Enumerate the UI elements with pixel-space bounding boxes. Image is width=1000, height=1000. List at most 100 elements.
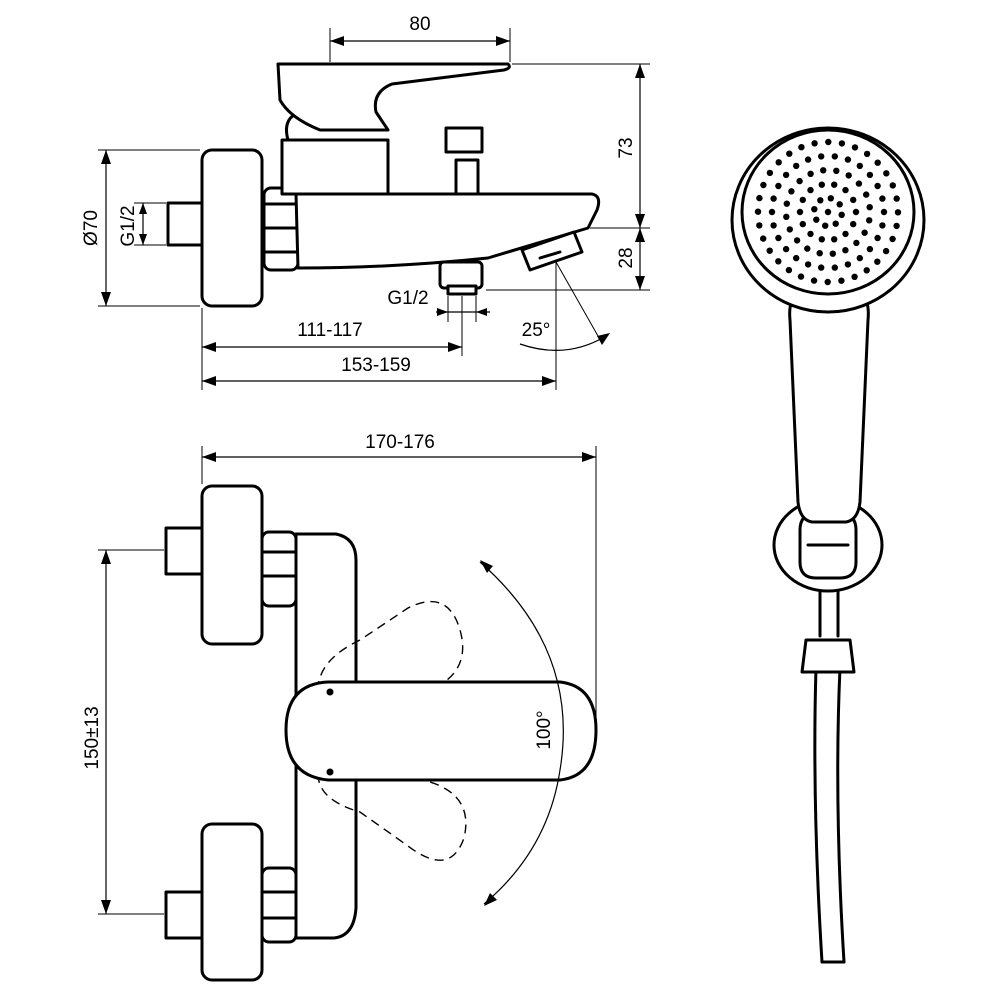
nozzle-dot xyxy=(842,186,849,194)
label-inlet-spacing: 150±13 xyxy=(82,706,103,769)
nozzle-dot xyxy=(793,162,800,170)
nozzle-dot xyxy=(760,235,767,242)
nozzle-dot xyxy=(799,220,806,228)
nozzle-dot xyxy=(866,245,874,253)
diverter-knob xyxy=(444,126,484,196)
cartridge-column xyxy=(280,138,390,196)
nozzle-dot xyxy=(811,140,818,147)
dim-inlet-spacing: 150±13 xyxy=(82,549,164,915)
nozzle-dot xyxy=(818,153,825,160)
hose-cone xyxy=(800,638,856,674)
nozzle-dot xyxy=(844,261,852,268)
nozzle-dot xyxy=(831,236,838,243)
nozzle-dot xyxy=(783,200,790,207)
upper-inlet-nipple xyxy=(164,526,204,576)
nozzle-dot xyxy=(838,277,845,284)
nozzle-dot xyxy=(861,229,868,236)
label-spout-height: 73 xyxy=(616,137,637,158)
nozzle-dot xyxy=(782,171,790,179)
nozzle-dot xyxy=(813,216,820,223)
nozzle-dot xyxy=(856,162,863,170)
nozzle-dot xyxy=(818,181,825,188)
nozzle-dot xyxy=(785,266,793,274)
handle-front xyxy=(284,680,598,782)
nozzle-dot xyxy=(856,254,863,262)
nozzle-dot xyxy=(822,222,829,229)
nozzle-dot xyxy=(775,182,782,190)
nozzle-dot xyxy=(786,226,793,233)
nozzle-dot xyxy=(799,196,806,204)
shower-hose xyxy=(813,578,846,964)
nozzle-dot xyxy=(760,181,767,189)
nozzle-dot xyxy=(807,230,814,238)
nozzle-dot xyxy=(833,167,840,174)
nozzle-dot xyxy=(883,170,890,177)
nozzle-dot xyxy=(775,159,782,166)
nozzle-dot xyxy=(845,172,852,179)
nozzle-dot xyxy=(766,247,773,254)
nozzle-dot xyxy=(756,222,763,229)
dim-overall-width: 170-176 xyxy=(201,432,597,726)
hand-shower xyxy=(730,126,926,964)
nozzle-dot xyxy=(797,273,805,280)
nozzle-dot xyxy=(788,188,795,195)
nozzle-dot xyxy=(866,171,874,179)
nozzle-dot xyxy=(850,220,857,228)
shower-outlet xyxy=(438,260,484,296)
nozzle-dot xyxy=(852,208,860,216)
dim-outlet-distance: 111-117 xyxy=(201,296,463,390)
upper-rosette xyxy=(200,484,264,646)
nozzle-dot xyxy=(850,196,857,204)
nozzle-dot xyxy=(775,234,782,242)
label-outlet-distance: 111-117 xyxy=(297,320,363,341)
nozzle-dot xyxy=(879,195,886,202)
nozzle-dot xyxy=(807,186,814,194)
nozzle-dot xyxy=(866,204,873,211)
nozzle-dot xyxy=(866,217,873,224)
nozzle-dot xyxy=(838,140,846,147)
side-view: 80 73 28 Ø70 xyxy=(81,14,650,390)
dim-lever-rotation: 100° xyxy=(479,560,564,906)
nozzle-dot xyxy=(893,222,900,230)
inlet-nipple xyxy=(166,201,206,247)
nozzle-dot xyxy=(756,194,763,202)
nozzle-dot xyxy=(853,239,860,247)
nozzle-dot xyxy=(851,273,858,280)
nozzle-dot xyxy=(893,195,900,202)
dim-rosette-diameter: Ø70 xyxy=(81,149,200,307)
nozzle-dot xyxy=(820,167,827,174)
dim-spout-projection: 153-159 xyxy=(202,268,557,390)
nozzle-dot xyxy=(798,144,805,151)
nozzle-dot xyxy=(831,153,838,160)
nozzle-dot xyxy=(804,245,811,252)
nozzle-dot xyxy=(824,208,832,216)
nozzle-dot xyxy=(863,267,870,274)
nozzle-dot xyxy=(766,169,774,177)
nozzle-dot xyxy=(807,170,814,177)
nozzle-dot xyxy=(793,254,800,262)
nozzle-dot xyxy=(836,201,843,208)
nozzle-dot xyxy=(838,211,845,218)
shower-handle xyxy=(788,290,870,524)
label-inlet-thread: G1/2 xyxy=(118,205,139,246)
nozzle-dot xyxy=(831,181,838,188)
lower-inlet-nipple xyxy=(164,890,204,940)
nozzle-dot xyxy=(829,250,836,257)
nozzle-dot xyxy=(831,264,838,271)
nozzle-dot xyxy=(810,277,818,284)
nozzle-dot xyxy=(827,195,834,202)
label-spout-projection: 153-159 xyxy=(341,355,411,376)
nozzle-dot xyxy=(880,208,888,216)
nozzle-dot xyxy=(770,222,777,229)
wall-rosette xyxy=(200,148,264,308)
lower-hex-nut xyxy=(260,866,298,944)
spout-body xyxy=(294,192,601,270)
nozzle-dot xyxy=(844,156,852,163)
hex-nut xyxy=(262,186,300,272)
nozzle-dot xyxy=(782,245,790,253)
dim-outlet-thread: G1/2 xyxy=(387,288,490,322)
nozzle-dot xyxy=(874,182,881,190)
nozzle-dot xyxy=(832,220,839,227)
nozzle-dot xyxy=(818,236,825,243)
